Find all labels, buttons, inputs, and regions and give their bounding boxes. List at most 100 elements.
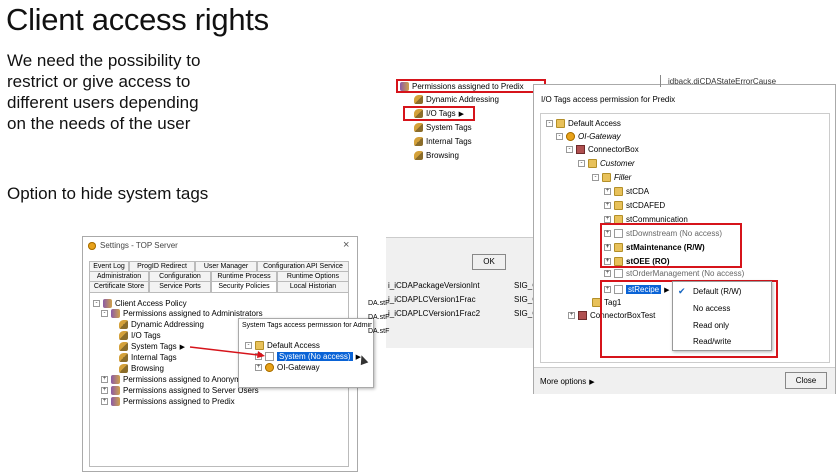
io-stmaintenance[interactable]: +stMaintenance (R/W) — [604, 243, 705, 252]
top-background-text: idback.diCDAStateErrorCause — [668, 77, 777, 86]
io-filler[interactable]: -Filler — [592, 173, 631, 182]
access-context-menu: ✔ Default (R/W) No access Read only Read… — [672, 281, 772, 351]
mouse-cursor-icon — [357, 353, 369, 366]
tree-browsing[interactable]: Browsing — [119, 364, 164, 373]
io-stcda[interactable]: +stCDA — [604, 187, 650, 196]
tree-system-tags[interactable]: System Tags▶ — [119, 342, 185, 351]
selected-system-no-access: System (No access) — [277, 352, 353, 361]
settings-window-title: Settings - TOP Server — [100, 241, 178, 250]
close-button[interactable]: Close — [785, 372, 827, 389]
io-window-footer — [534, 367, 835, 394]
highlight-predix-header — [396, 79, 546, 93]
table-cell: SIG_C — [514, 295, 539, 304]
io-stdownstream[interactable]: +stDownstream (No access) — [604, 229, 723, 238]
settings-close-icon[interactable]: × — [343, 239, 350, 251]
key-icon — [119, 364, 128, 373]
key-icon — [119, 342, 128, 351]
folder-icon — [614, 257, 623, 266]
tree-internal-tags[interactable]: Internal Tags — [119, 353, 177, 362]
red-arrow — [189, 346, 265, 358]
side-label: DA.stF — [368, 328, 390, 335]
expand-arrow-icon[interactable]: ▶ — [179, 343, 186, 351]
table-cell: SIG_C — [514, 309, 539, 318]
key-icon — [414, 137, 423, 146]
expand-arrow-icon[interactable]: ▶ — [355, 353, 361, 361]
predix-dynamic-addressing[interactable]: Dynamic Addressing — [414, 95, 499, 104]
tree-perm-administrators[interactable]: -Permissions assigned to Administrators — [101, 309, 263, 318]
tree-client-access-policy[interactable]: -Client Access Policy — [93, 299, 187, 308]
menu-default-rw[interactable]: Default (R/W) — [693, 287, 742, 296]
side-label: DA.stF — [368, 314, 390, 321]
io-stordermanagement[interactable]: +stOrderManagement (No access) — [604, 269, 745, 278]
users-icon — [400, 82, 409, 91]
menu-read-only[interactable]: Read only — [693, 321, 730, 330]
predix-browsing[interactable]: Browsing — [414, 151, 459, 160]
popup-default-access[interactable]: -Default Access — [245, 341, 320, 350]
highlight-access-levels — [600, 223, 742, 268]
io-strecipe[interactable]: +stRecipe▶ — [604, 285, 670, 294]
table-row: i_iCDAPLCVersion1Frac — [388, 295, 476, 304]
tree-io-tags[interactable]: I/O Tags — [119, 331, 161, 340]
tree-perm-anonymous[interactable]: +Permissions assigned to Anonymous — [101, 375, 254, 384]
file-icon — [614, 269, 623, 278]
side-label: DA.stF — [368, 300, 390, 307]
tree-dynamic-addressing[interactable]: Dynamic Addressing — [119, 320, 204, 329]
check-icon: ✔ — [678, 286, 686, 296]
io-window-title: I/O Tags access permission for Predix — [541, 95, 676, 104]
tree-perm-predix[interactable]: +Permissions assigned to Predix — [101, 397, 235, 406]
users-icon — [111, 309, 120, 318]
tree-perm-server-users[interactable]: +Permissions assigned to Server Users — [101, 386, 259, 395]
expand-arrow-icon: ▶ — [589, 378, 595, 386]
window-divider — [660, 75, 661, 87]
folder-icon — [614, 201, 623, 210]
io-tree-panel — [540, 113, 830, 363]
popup-system-node[interactable]: +System (No access)▶ — [255, 352, 361, 361]
io-oi-gateway[interactable]: -OI-Gateway — [556, 132, 621, 141]
file-icon — [614, 229, 623, 238]
folder-icon — [614, 187, 623, 196]
io-default-access[interactable]: -Default Access — [546, 119, 621, 128]
users-icon — [111, 375, 120, 384]
io-stoee[interactable]: +stOEE (RO) — [604, 257, 670, 266]
menu-no-access[interactable]: No access — [693, 304, 731, 313]
predix-system-tags[interactable]: System Tags — [414, 123, 472, 132]
bullet-restrict-access: We need the possibility to restrict or g… — [7, 51, 201, 133]
popup-oi-gateway[interactable]: +OI-Gateway — [255, 363, 320, 372]
key-icon — [119, 353, 128, 362]
predix-io-tags[interactable]: I/O Tags▶ — [414, 109, 464, 118]
users-icon — [111, 386, 120, 395]
highlight-io-tags — [403, 106, 475, 121]
system-tags-window-title: System Tags access permission for Admini… — [242, 322, 372, 329]
predix-permissions-header[interactable]: Permissions assigned to Predix — [400, 82, 524, 91]
io-customer[interactable]: -Customer — [578, 159, 635, 168]
server-icon — [576, 145, 585, 154]
table-row: i_iCDAPLCVersion1Frac2 — [388, 309, 481, 318]
folder-icon — [255, 341, 264, 350]
bullet-hide-system-tags: Option to hide system tags — [7, 184, 209, 203]
gear-icon — [265, 363, 274, 372]
folder-icon — [556, 119, 565, 128]
expand-arrow-icon[interactable]: ▶ — [458, 110, 465, 118]
table-cell: SIG_C — [514, 281, 539, 290]
settings-app-icon — [88, 242, 96, 250]
key-icon — [414, 109, 423, 118]
users-icon — [111, 397, 120, 406]
io-stcdafed[interactable]: +stCDAFED — [604, 201, 666, 210]
menu-read-write[interactable]: Read/write — [693, 337, 732, 346]
folder-icon — [588, 159, 597, 168]
folder-icon — [614, 243, 623, 252]
predix-internal-tags[interactable]: Internal Tags — [414, 137, 472, 146]
gear-icon — [566, 132, 575, 141]
expand-arrow-icon[interactable]: ▶ — [664, 286, 670, 294]
folder-icon — [602, 173, 611, 182]
key-icon — [119, 320, 128, 329]
key-icon — [414, 123, 423, 132]
key-icon — [414, 95, 423, 104]
server-icon — [578, 311, 587, 320]
key-icon — [414, 151, 423, 160]
io-connectorboxtest[interactable]: +ConnectorBoxTest — [568, 311, 656, 320]
more-options-button[interactable]: More options▶ — [540, 377, 595, 386]
ok-button[interactable]: OK — [472, 254, 506, 270]
file-icon — [265, 352, 274, 361]
io-connectorbox[interactable]: -ConnectorBox — [566, 145, 639, 154]
